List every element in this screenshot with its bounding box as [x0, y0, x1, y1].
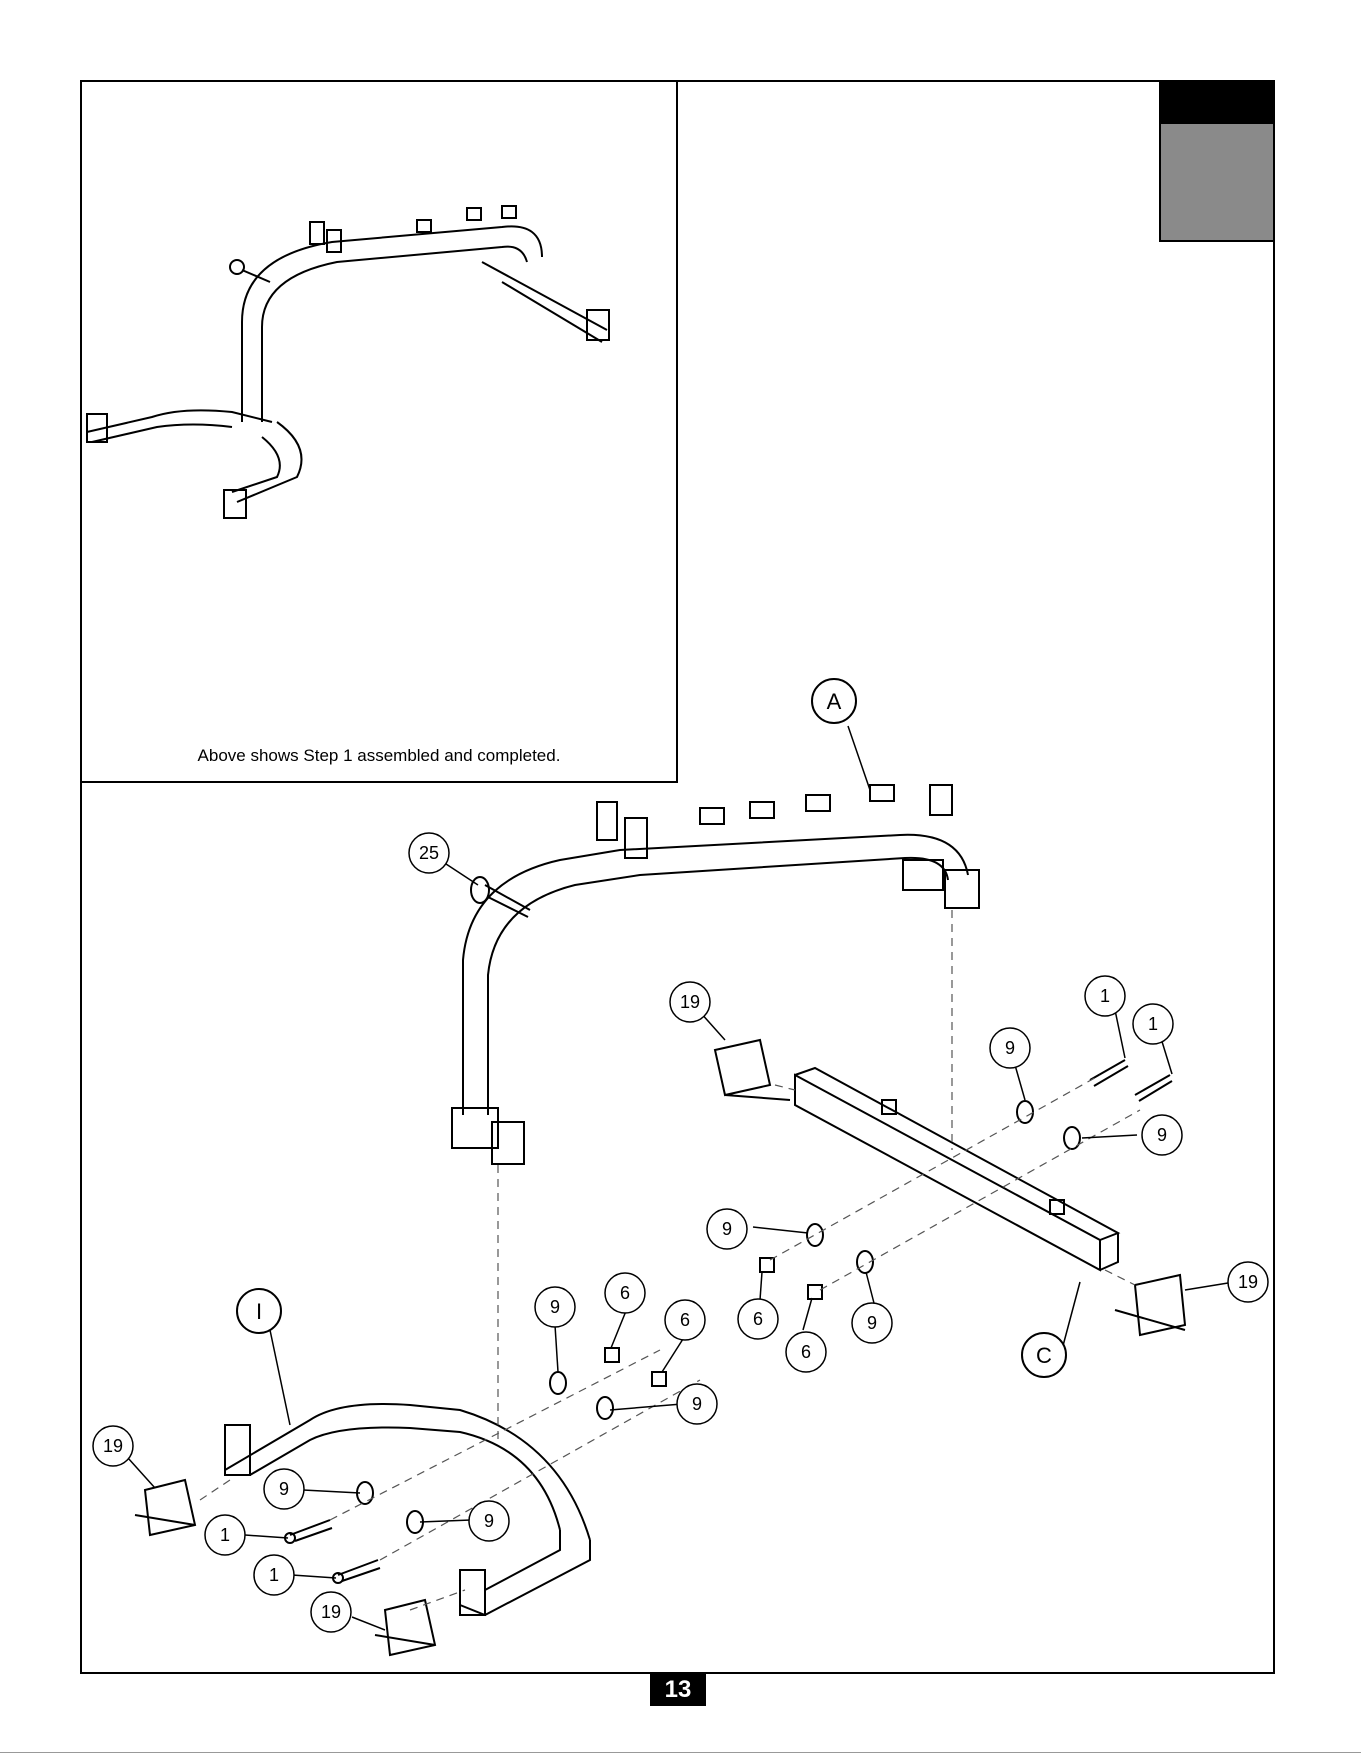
- callout-C: C: [1022, 1333, 1066, 1377]
- svg-text:I: I: [256, 1299, 262, 1324]
- page-number: 13: [650, 1674, 706, 1706]
- svg-text:6: 6: [680, 1310, 690, 1330]
- footer-rule: [0, 1752, 1361, 1753]
- svg-text:9: 9: [692, 1394, 702, 1414]
- svg-text:1: 1: [269, 1565, 279, 1585]
- callout-I: I: [237, 1289, 281, 1333]
- svg-text:6: 6: [620, 1283, 630, 1303]
- svg-text:9: 9: [484, 1511, 494, 1531]
- svg-text:9: 9: [722, 1219, 732, 1239]
- svg-text:9: 9: [1157, 1125, 1167, 1145]
- svg-text:19: 19: [103, 1436, 123, 1456]
- svg-text:9: 9: [550, 1297, 560, 1317]
- callout-A: A: [812, 679, 856, 723]
- svg-text:9: 9: [279, 1479, 289, 1499]
- svg-text:1: 1: [1148, 1014, 1158, 1034]
- svg-text:1: 1: [1100, 986, 1110, 1006]
- svg-text:6: 6: [753, 1309, 763, 1329]
- svg-text:19: 19: [321, 1602, 341, 1622]
- svg-text:19: 19: [1238, 1272, 1258, 1292]
- svg-text:9: 9: [1005, 1038, 1015, 1058]
- svg-text:9: 9: [867, 1313, 877, 1333]
- svg-text:1: 1: [220, 1525, 230, 1545]
- svg-text:25: 25: [419, 843, 439, 863]
- svg-text:C: C: [1036, 1343, 1052, 1368]
- svg-text:A: A: [827, 689, 842, 714]
- svg-text:6: 6: [801, 1342, 811, 1362]
- svg-text:19: 19: [680, 992, 700, 1012]
